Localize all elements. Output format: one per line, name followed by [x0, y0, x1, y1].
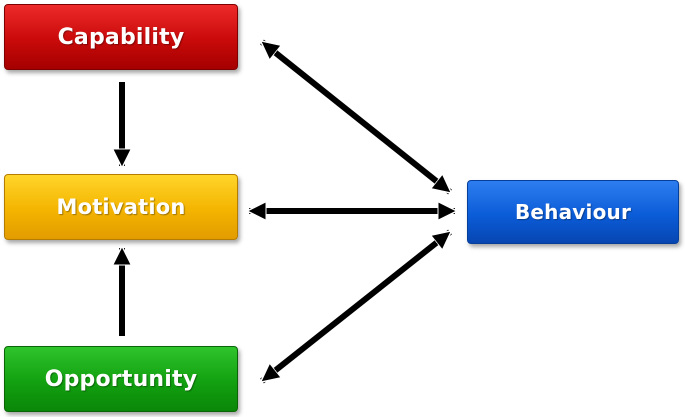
behaviour-node: Behaviour	[467, 180, 679, 244]
motivation-label: Motivation	[56, 195, 186, 219]
capability-node: Capability	[4, 4, 238, 70]
opportunity-label: Opportunity	[44, 366, 198, 392]
behaviour-label: Behaviour	[514, 200, 632, 224]
arrow-opportunity-behaviour	[262, 229, 450, 384]
capability-label: Capability	[57, 24, 185, 50]
opportunity-node: Opportunity	[4, 346, 238, 412]
motivation-node: Motivation	[4, 174, 238, 240]
arrow-capability-behaviour	[262, 39, 450, 195]
